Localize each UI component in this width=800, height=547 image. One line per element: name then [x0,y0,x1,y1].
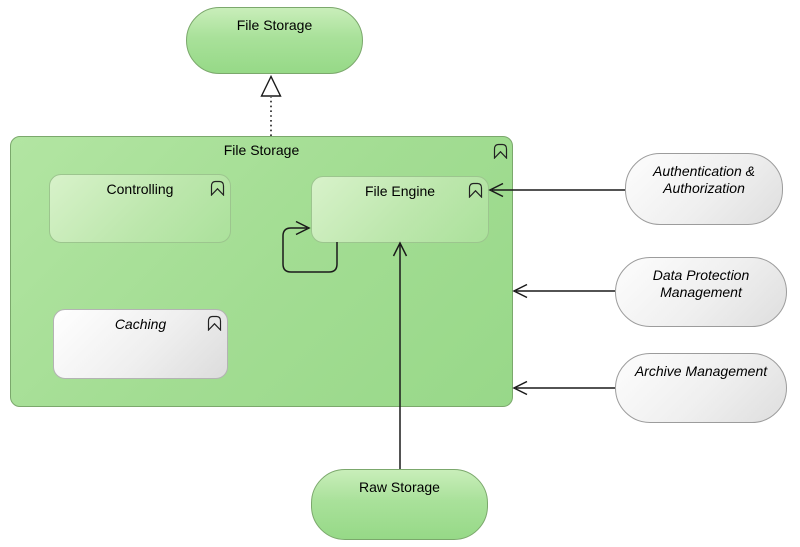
node-label-line2: Management [660,284,742,300]
node-label-line1: Authentication & [653,163,755,179]
function-icon [210,180,225,196]
node-data-protection-management[interactable]: Data Protection Management [615,257,787,327]
node-label-line1: Data Protection [652,267,750,283]
node-label: File Storage [223,142,300,158]
node-file-engine[interactable]: File Engine [311,176,489,243]
node-label-line2: Authorization [663,180,745,196]
function-icon [493,143,508,159]
node-file-storage-component[interactable]: File Storage Controlling File Engine Cac… [10,136,513,407]
node-authentication-authorization[interactable]: Authentication & Authorization [625,153,783,225]
node-label: Caching [114,316,167,332]
realization-connector-file-storage [260,74,282,136]
function-icon [207,315,222,331]
node-label: Controlling [106,181,174,197]
serving-connector-data-protection [512,283,615,299]
node-label: File Engine [364,183,436,199]
node-raw-storage[interactable]: Raw Storage [311,469,488,540]
node-controlling[interactable]: Controlling [49,174,231,243]
node-caching[interactable]: Caching [53,309,228,379]
node-label: File Storage [236,17,313,33]
node-label: Archive Management [634,363,768,379]
function-icon [468,182,483,198]
node-archive-management[interactable]: Archive Management [615,353,787,423]
serving-connector-archive [512,380,615,396]
node-file-storage-service[interactable]: File Storage [186,7,363,74]
node-label: Raw Storage [359,479,440,495]
